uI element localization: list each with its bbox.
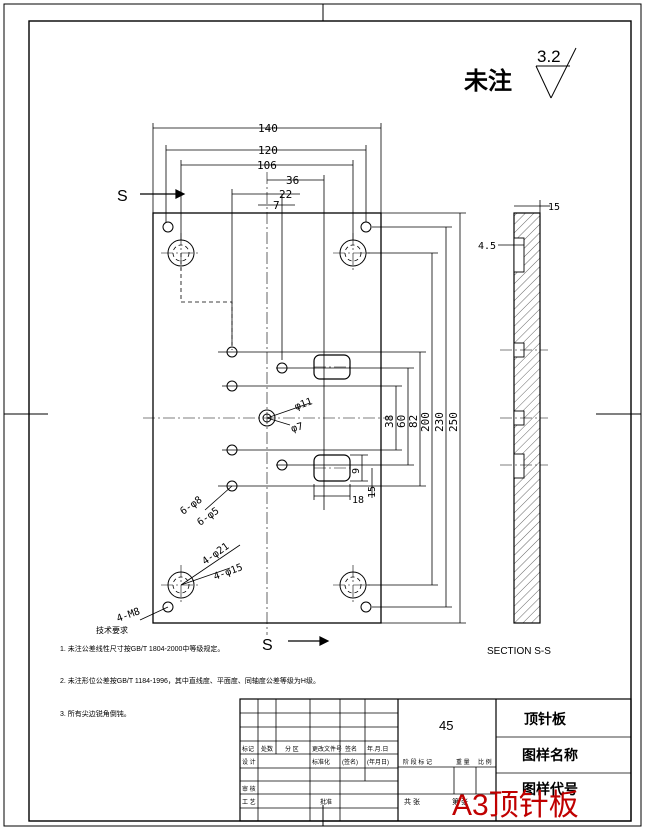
outer-border xyxy=(3,3,642,827)
callout-6-phi8: 6-φ8 xyxy=(178,495,204,518)
row-design: 设 计 xyxy=(242,758,256,766)
centering-marks xyxy=(4,4,641,826)
header-sign: 签名 xyxy=(345,745,357,753)
slots xyxy=(313,354,351,482)
section-label: SECTION S-S xyxy=(487,646,551,657)
dim-230: 230 xyxy=(433,412,446,432)
dim-9: 9 xyxy=(351,468,362,474)
approve-label: 批准 xyxy=(320,798,332,806)
note-1: 1. 未注公差线性尺寸按GB/T 1804-2000中等级规定。 xyxy=(60,644,224,653)
section-path xyxy=(180,253,233,350)
slot-dims xyxy=(313,454,373,500)
callout-phi11: φ11 xyxy=(293,396,314,413)
dim-82: 82 xyxy=(407,415,420,428)
header-zone: 分 区 xyxy=(285,745,299,753)
dim-120: 120 xyxy=(258,144,278,157)
roughness-symbol xyxy=(535,47,577,99)
roughness-value: 3.2 xyxy=(537,47,561,66)
dim-18: 18 xyxy=(352,495,364,506)
side-step: 4.5 xyxy=(478,241,496,252)
drawing-name-label: 图样名称 xyxy=(522,747,578,763)
date-label: (年月日) xyxy=(367,758,389,766)
vertical-dim-lines xyxy=(218,212,466,624)
dim-7: 7 xyxy=(273,199,280,212)
ejector-holes xyxy=(226,346,288,492)
section-mark-top: S xyxy=(117,188,128,205)
section-mark-bottom: S xyxy=(262,637,273,654)
dim-250: 250 xyxy=(447,412,460,432)
dim-15: 15 xyxy=(367,486,378,498)
dim-38: 38 xyxy=(383,415,396,428)
side-view xyxy=(498,200,550,624)
dim-200: 200 xyxy=(419,412,432,432)
callout-phi7: φ7 xyxy=(290,421,304,435)
sign-label: (签名) xyxy=(342,758,358,766)
dim-106: 106 xyxy=(257,159,277,172)
callout-4-phi15: 4-φ15 xyxy=(212,562,244,583)
sheet-total: 共 张 xyxy=(404,797,420,806)
horizontal-dim-lines xyxy=(152,123,382,510)
title-block xyxy=(239,698,632,822)
qty: 45 xyxy=(439,718,453,733)
roughness-label: 未注 xyxy=(464,67,512,95)
stage-scale: 比 例 xyxy=(478,758,492,766)
notes-title: 技术要求 xyxy=(96,625,128,635)
dim-22: 22 xyxy=(279,188,292,201)
std-label: 标准化 xyxy=(312,758,330,766)
inner-frame xyxy=(28,20,632,822)
dim-36: 36 xyxy=(286,174,299,187)
side-thickness: 15 xyxy=(548,202,560,213)
dim-60: 60 xyxy=(395,415,408,428)
callout-6-phi5: 6-φ5 xyxy=(195,506,221,529)
row-process: 工 艺 xyxy=(242,798,256,806)
part-name: 顶针板 xyxy=(524,711,567,727)
header-date: 年.月.日 xyxy=(367,745,388,753)
stage-weight: 重 量 xyxy=(456,758,470,766)
plate-outline xyxy=(143,172,392,635)
dim-140: 140 xyxy=(258,122,278,135)
header-count: 处数 xyxy=(261,745,273,753)
header-change: 更改文件号 xyxy=(312,745,342,753)
note-2: 2. 未注形位公差按GB/T 1184-1996，其中直线度、平面度、同轴度公差… xyxy=(60,676,320,685)
watermark: A3顶针板 xyxy=(452,789,579,822)
callout-leaders xyxy=(139,402,311,621)
note-3: 3. 所有尖边锐角倒钝。 xyxy=(60,709,131,718)
header-mark: 标记 xyxy=(242,745,254,753)
drawing-code-label: 图样代号 xyxy=(522,781,578,797)
stage-mark: 阶 段 标 记 xyxy=(403,758,432,766)
row-review: 审 核 xyxy=(242,785,256,793)
callout-4-m8: 4-M8 xyxy=(115,606,141,625)
sheet-page: 第 张 xyxy=(452,797,468,806)
section-arrows xyxy=(140,189,330,646)
